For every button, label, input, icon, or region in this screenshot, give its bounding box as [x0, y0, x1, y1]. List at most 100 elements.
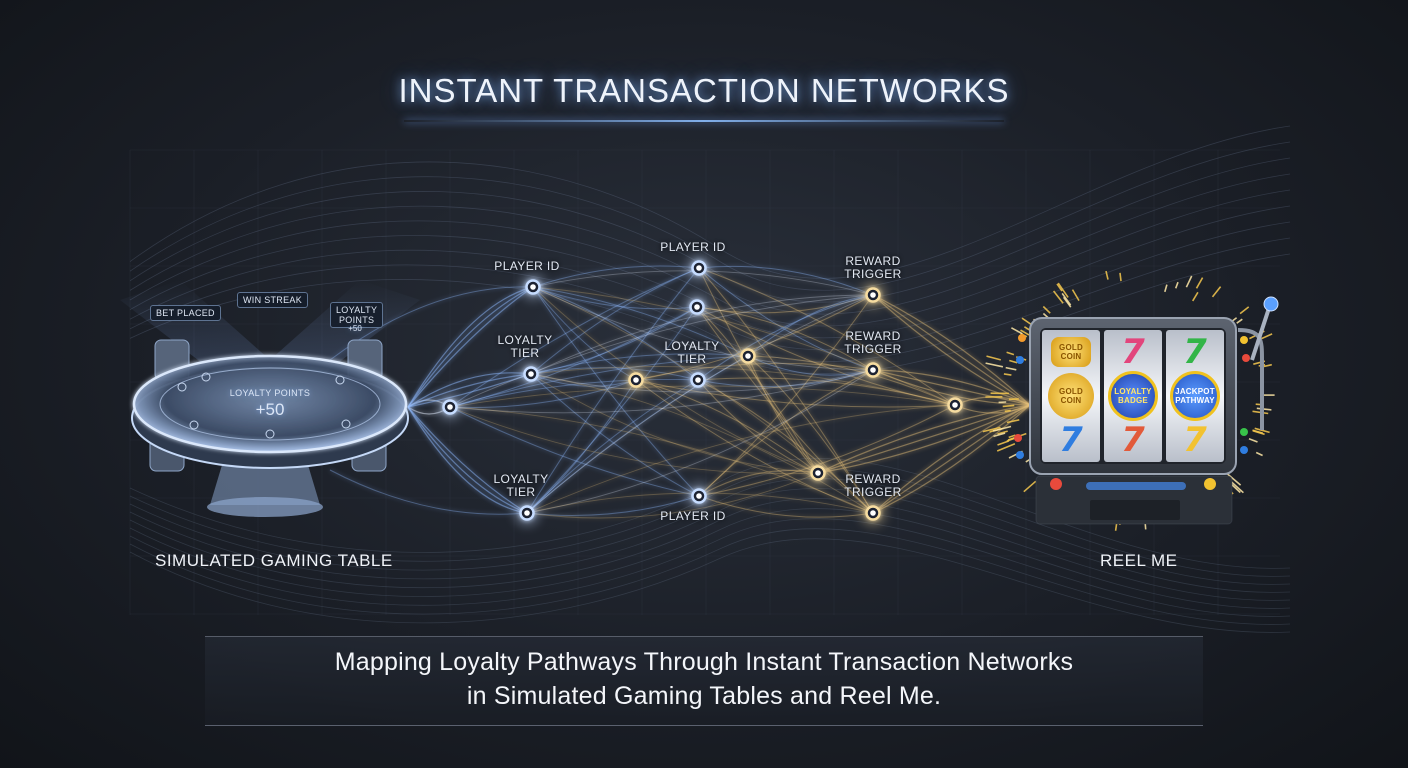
sparkle-ray	[1006, 419, 1020, 424]
sparkle-ray	[982, 426, 1001, 433]
flow-line	[129, 528, 1291, 625]
sparkle-ray	[1225, 472, 1242, 486]
sparkle-ray	[1252, 429, 1264, 434]
network-edge	[407, 286, 534, 408]
sparkle-ray	[1009, 359, 1018, 364]
node-label: REWARD TRIGGER	[844, 254, 902, 281]
flow-line	[129, 478, 1291, 585]
network-edge	[747, 355, 874, 376]
network-edge	[532, 286, 874, 371]
network-edge	[449, 294, 874, 408]
network-nodes	[437, 255, 968, 526]
slot-side-light	[1018, 334, 1026, 342]
network-edge	[407, 406, 528, 514]
sparkle-ray	[993, 432, 1006, 438]
network-edge	[407, 286, 534, 408]
network-edge	[530, 353, 749, 375]
sparkle-ray	[1239, 306, 1250, 315]
sparkle-ray	[1254, 427, 1270, 434]
network-node	[528, 371, 534, 377]
sparkle-ray	[1248, 437, 1258, 443]
footer-line-1: Mapping Loyalty Pathways Through Instant…	[334, 648, 1074, 676]
slot-side-light	[1016, 356, 1024, 364]
reel-2-bottom: 7	[1107, 418, 1159, 462]
flow-line	[129, 538, 1291, 633]
sparkle-ray	[1255, 451, 1263, 457]
network-edge	[635, 379, 956, 408]
sparkle-ray	[1229, 480, 1244, 494]
network-edge	[532, 286, 699, 381]
reel-2-middle: LOYALTY BADGE	[1107, 371, 1159, 421]
chip-plus-fifty: +50	[348, 324, 362, 333]
node-label: LOYALTY TIER	[493, 472, 549, 499]
network-edge	[635, 379, 874, 514]
sparkle-ray	[992, 425, 1012, 432]
node-label: PLAYER ID	[660, 240, 726, 254]
network-edge	[530, 373, 700, 497]
slot-lever-knob	[1263, 296, 1279, 312]
table-chip-spot	[265, 429, 275, 439]
flow-line	[129, 189, 1291, 327]
sparkle-ray	[986, 355, 1002, 361]
network-edge	[698, 404, 956, 497]
sparkle-ray	[1192, 291, 1199, 302]
flow-line	[129, 141, 1291, 291]
sparkle-ray	[1119, 272, 1122, 282]
seven-icon: 7	[1183, 420, 1207, 460]
flow-line	[129, 125, 1291, 279]
network-edge	[817, 404, 1031, 474]
network-node	[633, 377, 639, 383]
flow-line	[129, 157, 1291, 303]
network-edge	[526, 306, 698, 514]
page-title: INSTANT TRANSACTION NETWORKS	[398, 72, 1010, 109]
network-edge	[872, 404, 1031, 514]
network-edge	[698, 267, 819, 474]
network-node	[745, 353, 751, 359]
jackpot-pathway-icon: JACKPOT PATHWAY	[1170, 371, 1220, 421]
network-edge	[532, 286, 637, 381]
flow-line	[129, 173, 1291, 315]
sparkle-ray	[1005, 366, 1017, 371]
sparkle-ray	[1042, 305, 1051, 314]
seven-icon: 7	[1121, 332, 1145, 372]
network-node	[530, 284, 536, 290]
slot-side-light	[1240, 336, 1248, 344]
flow-line	[129, 221, 1291, 351]
network-node	[870, 510, 876, 516]
node-label: REWARD TRIGGER	[844, 329, 902, 356]
sparkle-ray	[1020, 329, 1030, 336]
slot-side-light	[1242, 354, 1250, 362]
sparkle-ray	[1008, 434, 1016, 439]
network-edge	[698, 369, 874, 497]
caption-gaming-table: SIMULATED GAMING TABLE	[155, 551, 393, 570]
network-edge	[530, 367, 699, 381]
reel-1-bottom: 7	[1045, 418, 1097, 462]
network-edge	[696, 306, 874, 371]
sparkle-ray	[1071, 289, 1080, 302]
seven-icon: 7	[1183, 332, 1207, 372]
flow-line	[129, 253, 1291, 374]
network-edge	[698, 265, 874, 296]
sparkle-ray	[1164, 284, 1168, 293]
network-edge	[530, 366, 956, 406]
network-edge	[698, 495, 874, 518]
network-edge	[872, 294, 1031, 406]
network-edge	[449, 267, 700, 408]
network-node	[524, 510, 530, 516]
flow-line	[129, 518, 1291, 617]
network-edge	[449, 406, 819, 475]
network-node	[694, 304, 700, 310]
network-edge	[407, 372, 532, 408]
sparkle-ray	[1105, 270, 1109, 280]
table-chip-spot	[341, 419, 351, 429]
slot-side-light	[1016, 451, 1024, 459]
slot-side-light	[1240, 428, 1248, 436]
sparkle-ray	[1185, 275, 1193, 288]
sparkle-ray	[996, 443, 1016, 452]
table-center-value: +50	[255, 400, 285, 419]
slot-red-button	[1050, 478, 1062, 490]
network-edge	[449, 378, 699, 408]
reel-3-top: 7	[1169, 330, 1221, 374]
network-edge	[697, 294, 874, 381]
network-edge	[698, 267, 956, 406]
